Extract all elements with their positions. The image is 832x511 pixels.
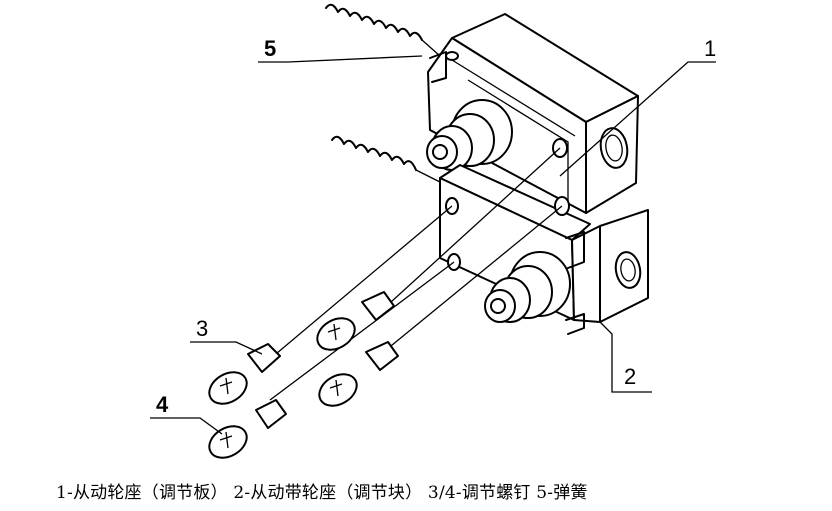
screw-guide-lines [263, 147, 563, 401]
callout-part-1: 1 [704, 36, 716, 61]
driven-pulley-seat-block [484, 209, 649, 335]
callout-part-3: 3 [196, 316, 208, 341]
screw-4 [318, 341, 399, 407]
screw-1 [208, 343, 281, 405]
driven-wheel-seat-block [426, 13, 639, 214]
callout-part-5: 5 [264, 36, 276, 61]
callout-part-2: 2 [624, 364, 636, 389]
callout-part-4: 4 [156, 392, 169, 417]
spring-lower [331, 135, 441, 183]
spring-upper [325, 3, 441, 57]
figure-caption: 1-从动轮座（调节板） 2-从动带轮座（调节块） 3/4-调节螺钉 5-弹簧 [56, 483, 588, 503]
screw-3 [316, 291, 395, 351]
leader-lines [150, 55, 716, 435]
screw-2 [208, 399, 287, 459]
